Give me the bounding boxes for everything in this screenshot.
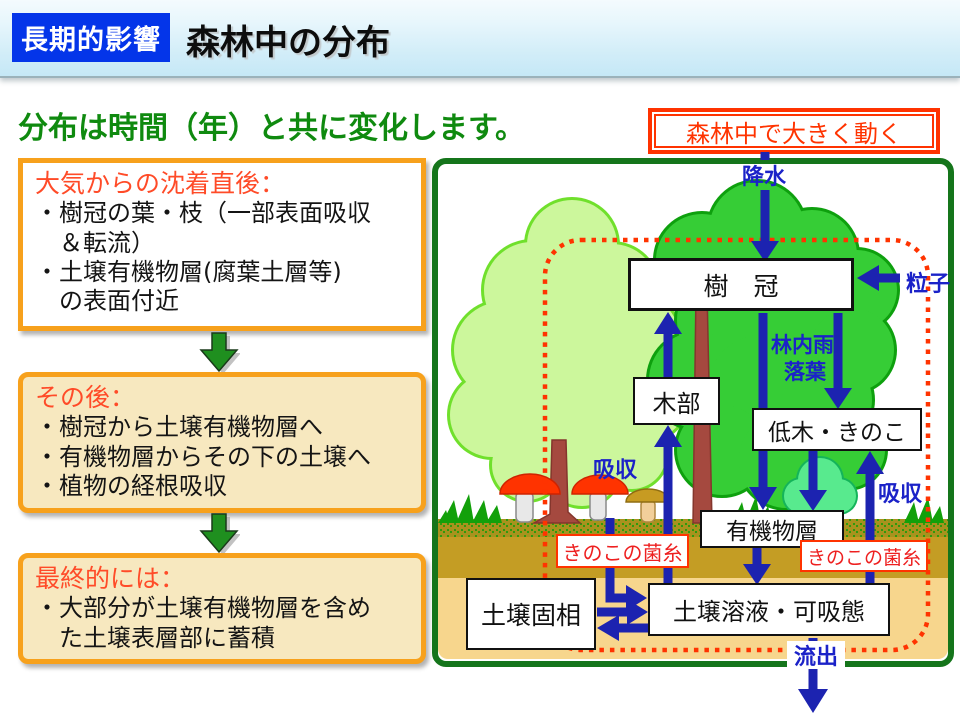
stage-box-line: た土壌表層部に蓄積 bbox=[35, 623, 275, 652]
stage-box-immediate: 大気からの沈着直後： ・樹冠の葉・枝（一部表面吸収 ＆転流） ・土壌有機物層(腐… bbox=[18, 158, 426, 331]
label-runoff: 流出 bbox=[787, 641, 845, 670]
label-uptake-right: 吸収 bbox=[878, 482, 923, 507]
stage-box-line: ・有機物層からその下の土壌へ bbox=[35, 442, 371, 471]
node-xylem: 木部 bbox=[633, 377, 720, 425]
label-litterfall: 落葉 bbox=[784, 360, 826, 384]
stage-box-title: 最終的には： bbox=[35, 564, 186, 593]
down-block-arrow-icon bbox=[199, 513, 240, 555]
stage-box-line: の表面付近 bbox=[35, 287, 179, 316]
label-uptake-left: 吸収 bbox=[593, 458, 638, 483]
subtitle-text: 分布は時間（年）と共に変化します。 bbox=[18, 111, 525, 146]
label-hyphae-right: きのこの菌糸 bbox=[800, 540, 928, 572]
label-precipitation: 降水 bbox=[742, 165, 787, 190]
label-particles: 粒子 bbox=[906, 272, 951, 297]
label-throughfall: 林内雨 bbox=[771, 333, 834, 357]
stage-box-later: その後： ・樹冠から土壌有機物層へ ・有機物層からその下の土壌へ ・植物の経根吸… bbox=[18, 372, 426, 513]
callout-text: 森林中で大きく動く bbox=[654, 114, 934, 148]
stage-box-line: ・大部分が土壌有機物層を含め bbox=[35, 594, 371, 623]
node-canopy: 樹 冠 bbox=[628, 258, 854, 311]
stage-box-line: ・土壌有機物層(腐葉土層等) bbox=[35, 257, 342, 286]
stage-box-line: ・樹冠の葉・枝（一部表面吸収 bbox=[35, 199, 371, 228]
stage-box-line: ・樹冠から土壌有機物層へ bbox=[35, 413, 323, 442]
stage-box-line: ＆転流） bbox=[35, 228, 155, 257]
category-badge: 長期的影響 bbox=[12, 13, 170, 62]
stage-box-final: 最終的には： ・大部分が土壌有機物層を含め た土壌表層部に蓄積 bbox=[18, 553, 426, 664]
node-soil-solution: 土壌溶液・可吸態 bbox=[648, 583, 890, 636]
down-block-arrow-icon bbox=[199, 332, 240, 374]
callout-box: 森林中で大きく動く bbox=[648, 108, 940, 154]
page-title: 森林中の分布 bbox=[186, 23, 390, 63]
node-shrub-mushroom: 低木・きのこ bbox=[752, 408, 922, 451]
node-soil-solid: 土壌固相 bbox=[466, 578, 596, 650]
stage-box-line: ・植物の経根吸収 bbox=[35, 471, 227, 500]
label-hyphae-left: きのこの菌糸 bbox=[556, 534, 689, 568]
stage-box-title: その後： bbox=[35, 383, 136, 412]
stage-box-title: 大気からの沈着直後： bbox=[35, 169, 286, 198]
header-bar: 長期的影響 森林中の分布 bbox=[0, 0, 960, 78]
